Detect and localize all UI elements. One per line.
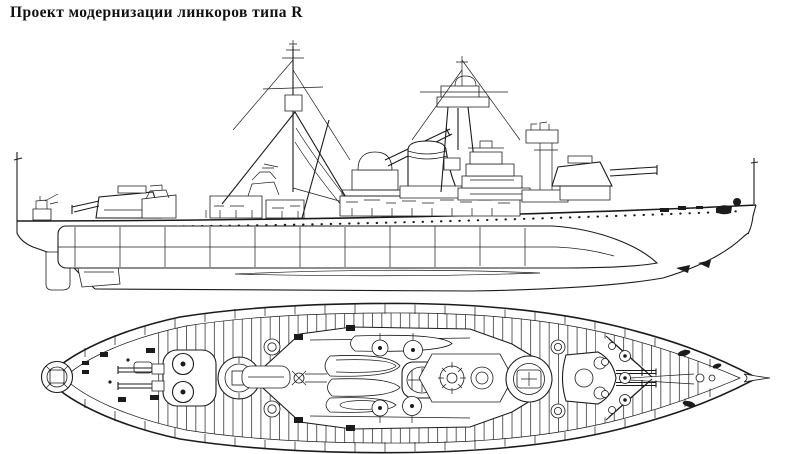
stern-staff [13,152,23,221]
fore-mast-tripod [411,56,521,195]
aft-deck-structures [32,163,305,221]
bow-deck-gear [619,349,722,408]
main-mast [221,40,351,219]
conning-tower [470,366,494,390]
anchor [716,205,732,215]
bow-jackstaff [750,158,759,204]
stern-capstan [40,360,74,394]
anchor-plan [677,349,691,357]
forecastle-fittings [660,198,742,215]
plan-aft-turret [117,349,217,407]
forward-main-turret [551,155,658,201]
deck-skylights [263,338,566,419]
aft-turret-guns [71,200,100,214]
gun-mounts [371,333,423,423]
forward-turret-guns [609,165,658,177]
plan-aft-guns [117,366,152,390]
aft-barbette [217,356,261,400]
pompom-platform [521,121,569,203]
quarterdeck-aa-gun [32,193,59,221]
derrick-rigging [221,59,351,219]
side-profile-view [13,40,759,292]
margin-plate-ticks [84,304,711,452]
bridge-superstructure [443,140,531,201]
plan-superstructure [241,325,549,431]
director-platform [438,362,466,394]
funnel [399,140,463,199]
forward-barbette [505,355,553,403]
midship-structures [339,127,521,217]
top-plan-view [40,302,771,454]
bow-stem-plan [743,373,771,383]
plan-forward-guns [616,368,657,388]
drawing-title: Проект модернизации линкоров типа R [10,4,303,21]
torpedo-bulge-grid [57,225,659,269]
